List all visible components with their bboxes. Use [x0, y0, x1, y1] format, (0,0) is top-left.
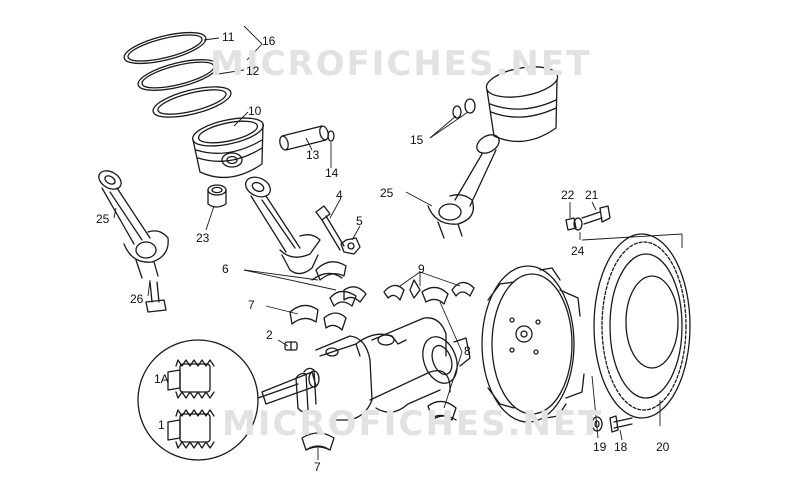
- callout-label-2: 2: [266, 328, 273, 342]
- crank-plug: [284, 341, 298, 351]
- piston-assembly-right: [427, 66, 559, 239]
- callout-label-1: 1: [158, 418, 165, 432]
- callout-label-26: 26: [130, 292, 144, 306]
- main-bearing-shell-8: [427, 400, 457, 421]
- main-bearing-shell-upper: [289, 290, 357, 331]
- ring-gear: [593, 233, 691, 419]
- callout-label-4: 4: [336, 188, 343, 202]
- thrust-washers: [383, 279, 475, 305]
- timing-gear-detail: [137, 339, 299, 461]
- callout-label-13: 13: [306, 148, 320, 162]
- connecting-rod-center: [244, 176, 321, 275]
- rod-bolt-left: [145, 281, 167, 313]
- callout-label-19: 19: [593, 440, 607, 454]
- rod-nut: [340, 237, 361, 255]
- flywheel: [481, 265, 585, 423]
- callout-label-7b: 7: [314, 460, 321, 474]
- circlip: [327, 130, 335, 142]
- callout-label-7a: 7: [248, 298, 255, 312]
- callout-label-21: 21: [585, 188, 599, 202]
- callout-label-24: 24: [571, 244, 585, 258]
- flywheel-bolt-21: [581, 205, 611, 225]
- connecting-rod-left: [98, 170, 169, 279]
- callout-label-11: 11: [222, 30, 235, 44]
- callout-label-14: 14: [325, 166, 339, 180]
- callout-label-12: 12: [246, 64, 260, 78]
- crankshaft: [261, 317, 471, 421]
- piston-ring-middle: [137, 59, 219, 91]
- callout-label-18: 18: [614, 440, 628, 454]
- wrist-pin: [279, 125, 329, 151]
- callout-label-22: 22: [561, 188, 575, 202]
- flywheel-bolt-18: [609, 415, 633, 433]
- callout-label-1A: 1A: [154, 372, 169, 386]
- callout-label-9: 9: [418, 262, 425, 276]
- callout-label-23: 23: [196, 231, 210, 245]
- piston-ring-oil: [152, 86, 232, 118]
- washer-22: [565, 217, 577, 231]
- washer-24: [573, 217, 583, 231]
- rod-bearing-shells: [311, 261, 367, 303]
- callout-label-20: 20: [656, 440, 670, 454]
- piston-ring-top: [123, 31, 207, 65]
- callout-label-5: 5: [356, 214, 363, 228]
- callout-label-8: 8: [464, 344, 471, 358]
- main-bearing-shell-lower: [301, 432, 335, 451]
- callout-label-6: 6: [222, 262, 229, 276]
- callout-label-15: 15: [410, 133, 424, 147]
- callout-label-25a: 25: [380, 186, 394, 200]
- small-end-bush: [207, 184, 227, 208]
- piston-left: [192, 117, 264, 178]
- callout-label-25b: 25: [96, 212, 110, 226]
- rod-bolt: [315, 205, 345, 251]
- callout-label-16: 16: [262, 34, 276, 48]
- callout-label-10: 10: [248, 104, 262, 118]
